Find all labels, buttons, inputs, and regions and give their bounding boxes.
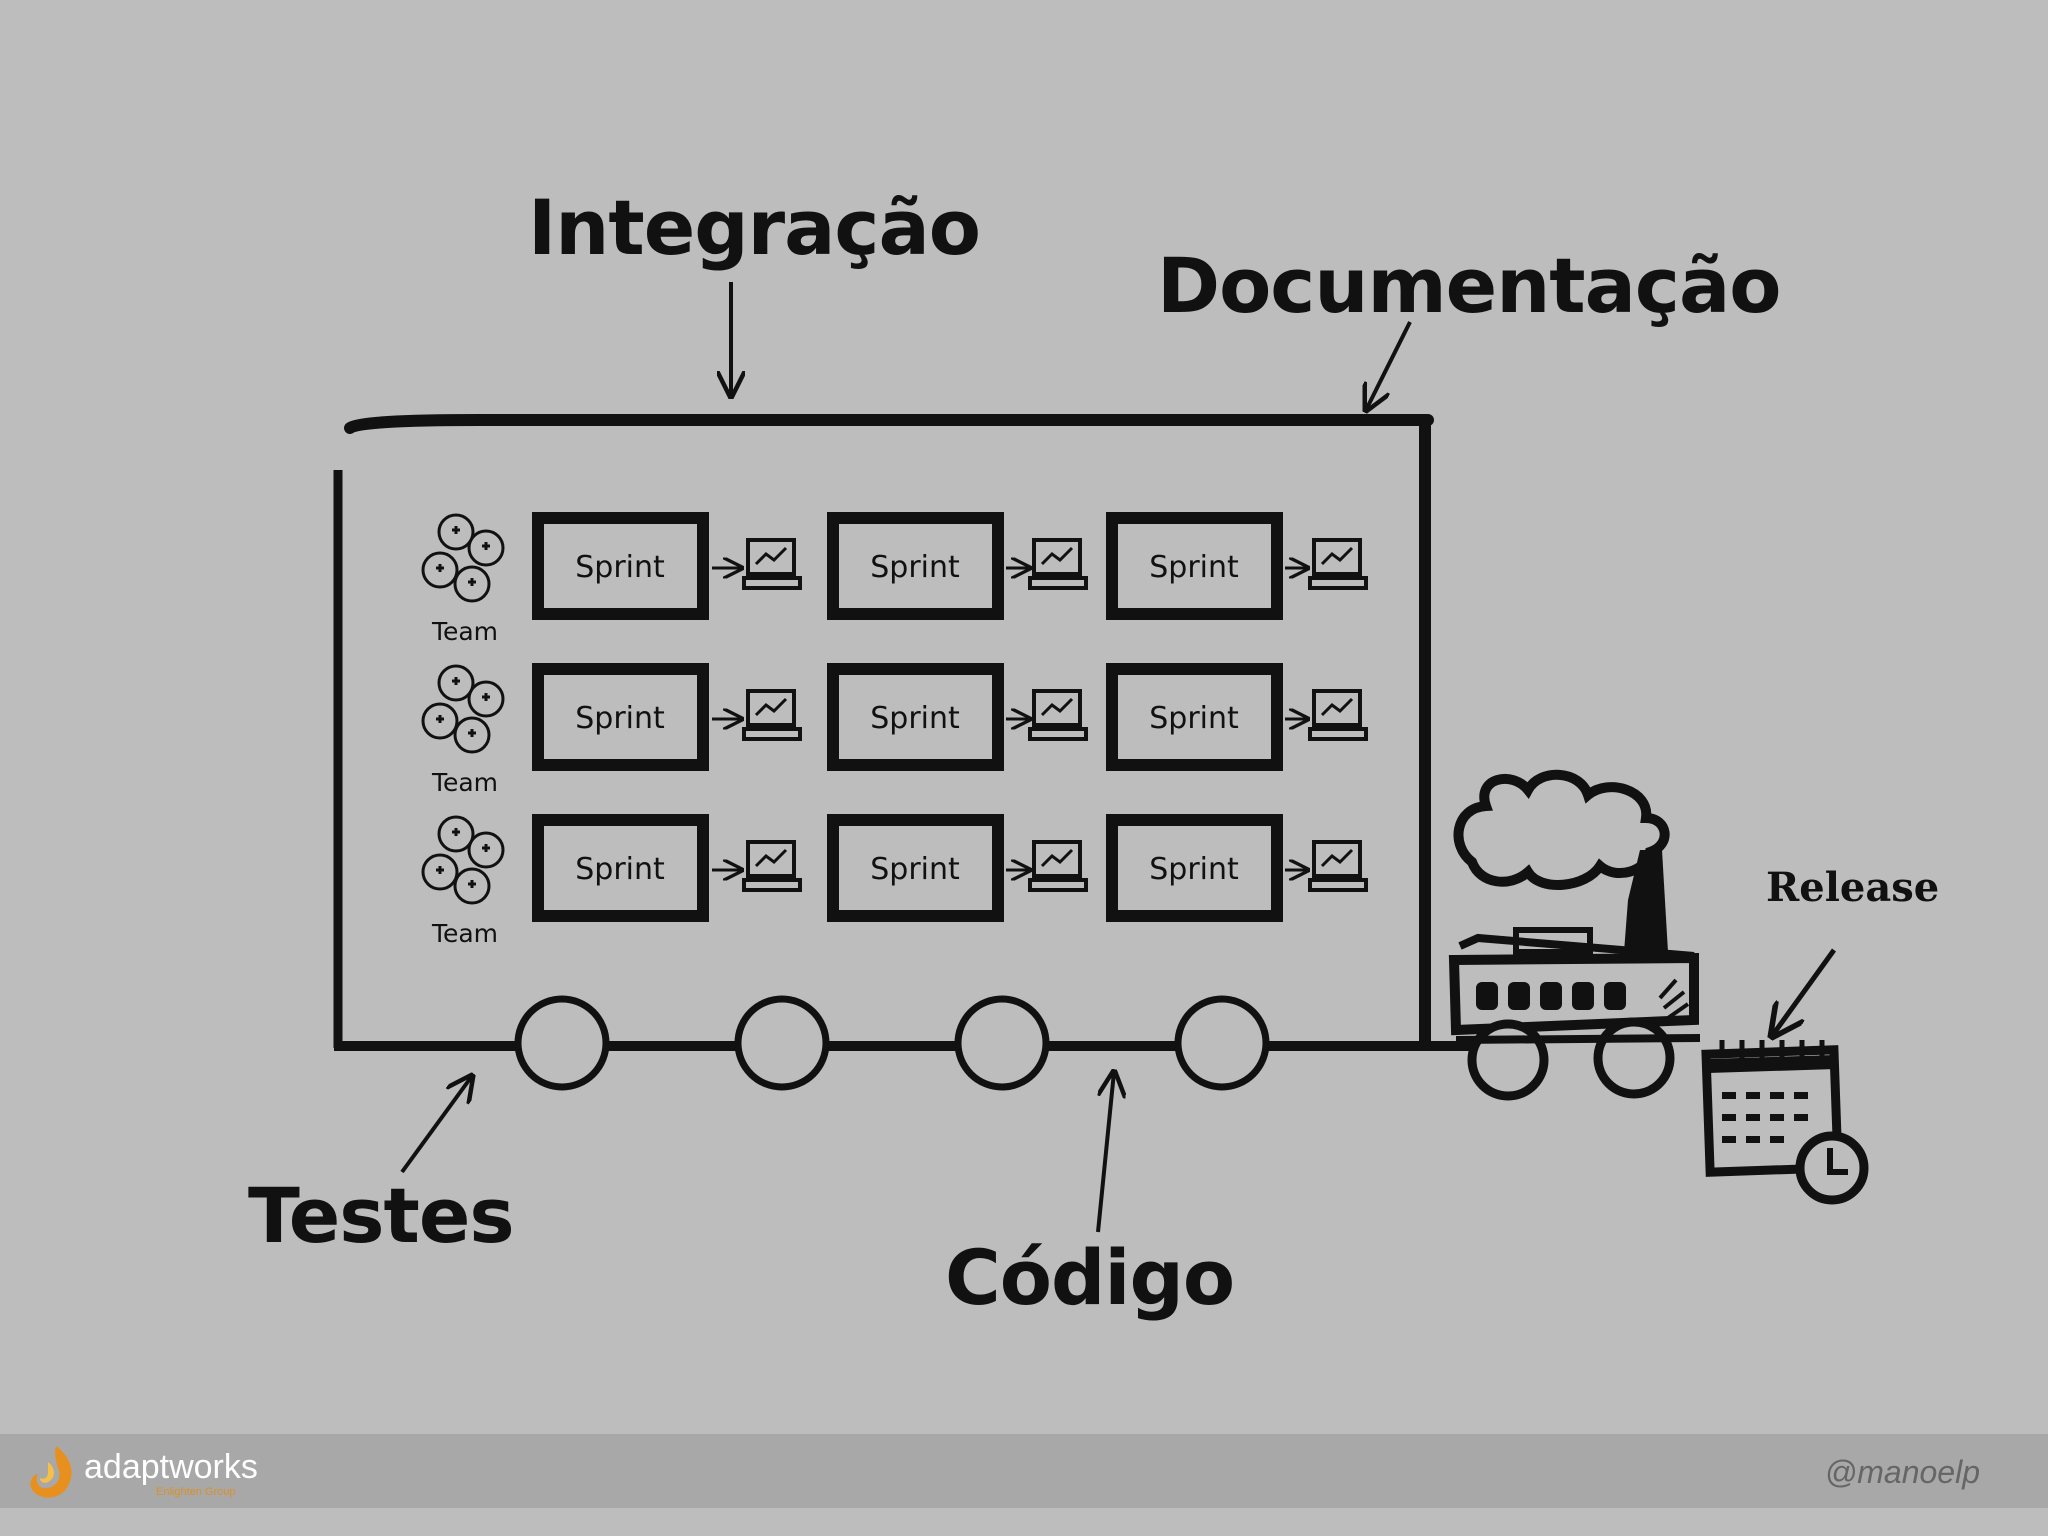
laptop-chart-icon [1028,538,1088,590]
team-heads-icon [421,664,505,754]
laptop-chart-icon [742,538,802,590]
arrow-release [1772,948,1837,1036]
wheel [514,995,610,1091]
wagon-wheels [514,995,1270,1091]
laptop-chart-icon [742,689,802,741]
footer-bar: adaptworks Enlighten Group @manoelp [0,1434,2048,1508]
sprint-box-r1-2: Sprint [827,512,1004,620]
label-documentacao: Documentação [1157,241,1781,330]
brand-name: adaptworks [84,1448,258,1486]
label-arrows [400,282,1837,1233]
team-label: Team [431,768,498,797]
label-release: Release [1766,864,1940,911]
wheel [954,995,1050,1091]
svg-text:Sprint: Sprint [870,852,960,887]
svg-text:Sprint: Sprint [870,550,960,585]
sprint-box-r3-2: Sprint [827,814,1004,922]
arrow-testes [400,1076,472,1174]
team-row-2: Team Sprint Sprint Sprint [421,663,1368,797]
flame-logo-icon [30,1446,72,1498]
svg-text:Sprint: Sprint [1149,852,1239,887]
team-heads-icon [421,815,505,905]
svg-text:Sprint: Sprint [1149,701,1239,736]
laptop-chart-icon [1308,538,1368,590]
svg-text:Sprint: Sprint [1149,550,1239,585]
team-row-1: Team Sprint Sprint Sprint [421,512,1368,646]
team-heads-icon [421,513,505,603]
sprint-box-r2-1: Sprint [532,663,709,771]
label-codigo: Código [945,1233,1235,1322]
laptop-chart-icon [1308,689,1368,741]
label-testes: Testes [248,1171,515,1260]
laptop-chart-icon [1308,840,1368,892]
arrow-codigo [1096,1072,1114,1233]
team-label: Team [431,919,498,948]
calendar-clock-icon [1701,1040,1869,1205]
wheel [734,995,830,1091]
sprint-box-r1-3: Sprint [1106,512,1283,620]
sprint-box-r3-3: Sprint [1106,814,1283,922]
author-handle: @manoelp [1824,1454,1980,1490]
team-row-3: Team Sprint Sprint Sprint [421,814,1368,948]
svg-text:Sprint: Sprint [575,852,665,887]
team-label: Team [431,617,498,646]
svg-text:Sprint: Sprint [575,701,665,736]
laptop-chart-icon [1028,689,1088,741]
sprint-box-r2-3: Sprint [1106,663,1283,771]
label-integracao: Integração [528,183,981,272]
arrow-documentacao [1366,321,1412,410]
laptop-chart-icon [1028,840,1088,892]
laptop-chart-icon [742,840,802,892]
wheel [1174,995,1270,1091]
factory-smoke-icon [1448,769,1701,1101]
brand-subtitle: Enlighten Group [156,1486,236,1498]
svg-text:Sprint: Sprint [575,550,665,585]
sprint-box-r1-1: Sprint [532,512,709,620]
svg-text:Sprint: Sprint [870,701,960,736]
sprint-box-r2-2: Sprint [827,663,1004,771]
sprint-box-r3-1: Sprint [532,814,709,922]
